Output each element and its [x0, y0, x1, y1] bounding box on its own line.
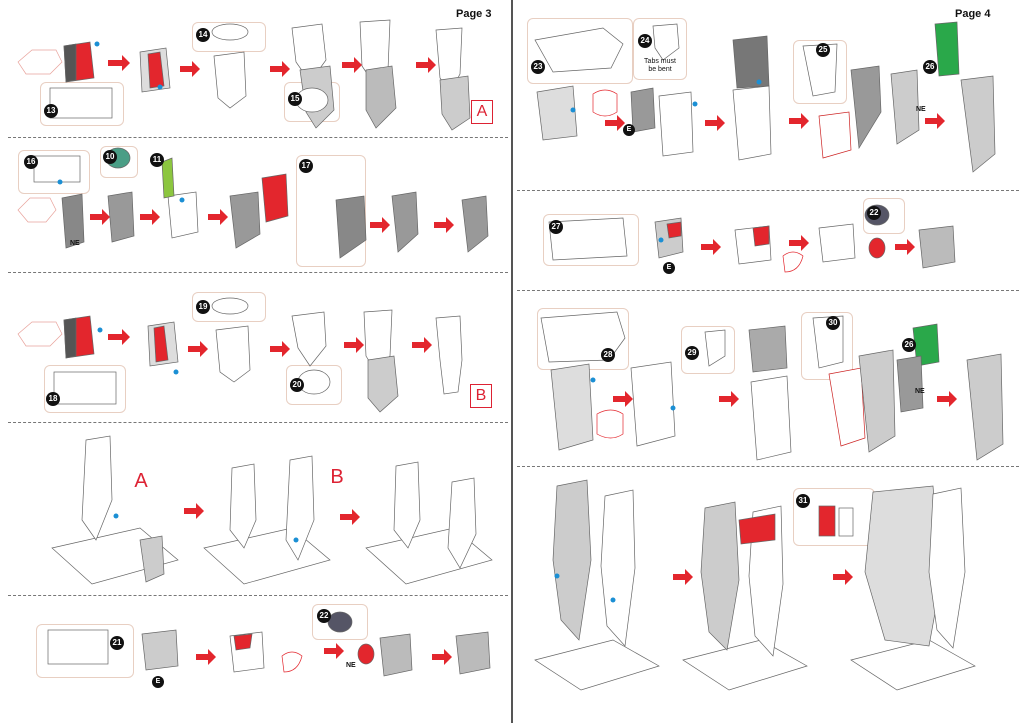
row-1-parts	[534, 21, 996, 173]
row-2-parts	[17, 147, 489, 259]
section-divider	[8, 422, 508, 423]
tabs-note: Tabs must be bent	[637, 58, 683, 74]
row-4-assembly	[51, 435, 493, 585]
bolt-badge: E	[623, 124, 635, 136]
process-arrows	[605, 113, 957, 585]
step-badge: 26	[902, 338, 916, 352]
step-badge: 22	[867, 206, 881, 220]
section-divider	[517, 466, 1019, 467]
bolt-badge: E	[152, 676, 164, 688]
row-1-parts	[17, 19, 471, 131]
step-badge: 10	[103, 150, 117, 164]
step-badge: 20	[290, 378, 304, 392]
subassembly-b-label: B	[470, 384, 492, 408]
step-badge: 16	[24, 155, 38, 169]
step-badge: 23	[531, 60, 545, 74]
row-2-parts	[548, 204, 956, 273]
orientation-label: NE	[346, 662, 356, 669]
row-3-parts	[540, 311, 1004, 461]
section-divider	[517, 190, 1019, 191]
step-badge: 21	[110, 636, 124, 650]
subassembly-a-label: A	[471, 100, 493, 124]
tabs-note-line-1: Tabs must	[644, 58, 676, 65]
step-badge: 26	[923, 60, 937, 74]
detail-frame-19	[192, 292, 266, 322]
subassembly-a-label: A	[134, 470, 148, 492]
section-divider	[517, 290, 1019, 291]
step-badge: 24	[638, 34, 652, 48]
section-divider	[8, 137, 508, 138]
step-badge: 14	[196, 28, 210, 42]
orientation-label: NE	[915, 388, 925, 395]
orientation-label: NE	[916, 106, 926, 113]
page-4-illustrations	[534, 21, 1004, 691]
step-badge: 13	[44, 104, 58, 118]
step-badge: 17	[299, 159, 313, 173]
page-3-illustrations	[17, 19, 493, 677]
blue-dots	[554, 79, 762, 603]
section-divider	[8, 272, 508, 273]
step-badge: 15	[288, 92, 302, 106]
blue-dots	[57, 41, 299, 543]
row-4-assembly	[534, 479, 976, 691]
page-title: Page 3	[456, 8, 492, 20]
step-badge: 19	[196, 300, 210, 314]
tabs-note-line-2: be bent	[648, 66, 672, 73]
step-badge: 27	[549, 220, 563, 234]
step-badge: 18	[46, 392, 60, 406]
subassembly-b-label: B	[330, 466, 344, 488]
step-badge: 22	[317, 609, 331, 623]
page-divider	[511, 0, 513, 723]
row-5-parts	[47, 611, 491, 677]
row-3-parts	[17, 297, 463, 413]
orientation-label: NE	[70, 240, 80, 247]
section-divider	[8, 595, 508, 596]
page-4: Page 4	[513, 0, 1024, 723]
page-title: Page 4	[955, 8, 991, 20]
step-badge: 30	[826, 316, 840, 330]
process-arrows	[90, 55, 454, 665]
step-badge: 28	[601, 348, 615, 362]
step-badge: 11	[150, 153, 164, 167]
step-badge: 29	[685, 346, 699, 360]
page-3: Page 3	[0, 0, 511, 723]
step-badge: 31	[796, 494, 810, 508]
bolt-badge: E	[663, 262, 675, 274]
step-badge: 25	[816, 43, 830, 57]
